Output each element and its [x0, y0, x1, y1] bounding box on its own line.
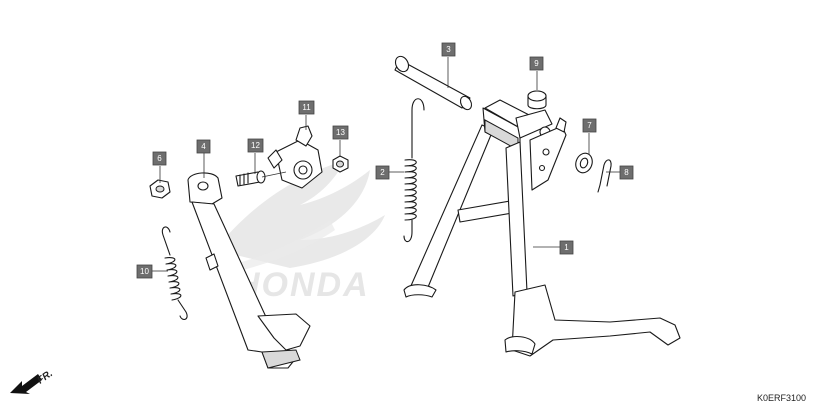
front-direction-indicator: FR. — [10, 368, 55, 394]
side-stand-switch — [267, 125, 323, 189]
pivot-shaft — [394, 55, 473, 111]
front-label: FR. — [35, 368, 55, 386]
side-stand-bolt — [235, 170, 266, 187]
washer — [575, 152, 593, 174]
callout-11-label: 11 — [302, 103, 311, 112]
callout-13[interactable]: 13 — [332, 125, 349, 140]
callout-11[interactable]: 11 — [298, 100, 315, 115]
callout-10-label: 10 — [140, 267, 149, 276]
callout-9-label: 9 — [534, 59, 539, 68]
callout-8-label: 8 — [624, 168, 629, 177]
callout-12[interactable]: 12 — [247, 138, 264, 153]
main-stand-spring — [403, 98, 425, 243]
side-stand-spring — [161, 226, 188, 321]
callout-2[interactable]: 2 — [375, 165, 390, 180]
side-stand — [187, 172, 311, 369]
callout-4-label: 4 — [201, 142, 206, 151]
front-arrow-icon — [10, 374, 42, 394]
callout-6-label: 6 — [157, 154, 162, 163]
callout-3-label: 3 — [446, 45, 451, 54]
leader-lines — [152, 57, 620, 272]
callout-8[interactable]: 8 — [619, 165, 634, 180]
callout-4[interactable]: 4 — [196, 139, 211, 154]
diagram-code: K0ERF3100 — [756, 393, 806, 403]
stopper-rubber — [527, 90, 547, 110]
side-stand-nut — [149, 179, 171, 199]
callout-2-label: 2 — [380, 168, 385, 177]
callout-9[interactable]: 9 — [529, 56, 544, 71]
callout-3[interactable]: 3 — [441, 42, 456, 57]
main-stand — [403, 99, 681, 357]
callout-6[interactable]: 6 — [152, 151, 167, 166]
callout-12-label: 12 — [251, 141, 260, 150]
callout-7[interactable]: 7 — [582, 118, 597, 133]
callout-10[interactable]: 10 — [136, 264, 153, 279]
cotter-pin — [597, 159, 612, 193]
callout-1-label: 1 — [564, 243, 569, 252]
callout-13-label: 13 — [336, 128, 345, 137]
callout-1[interactable]: 1 — [559, 240, 574, 255]
callout-7-label: 7 — [587, 121, 592, 130]
switch-nut — [332, 155, 349, 173]
